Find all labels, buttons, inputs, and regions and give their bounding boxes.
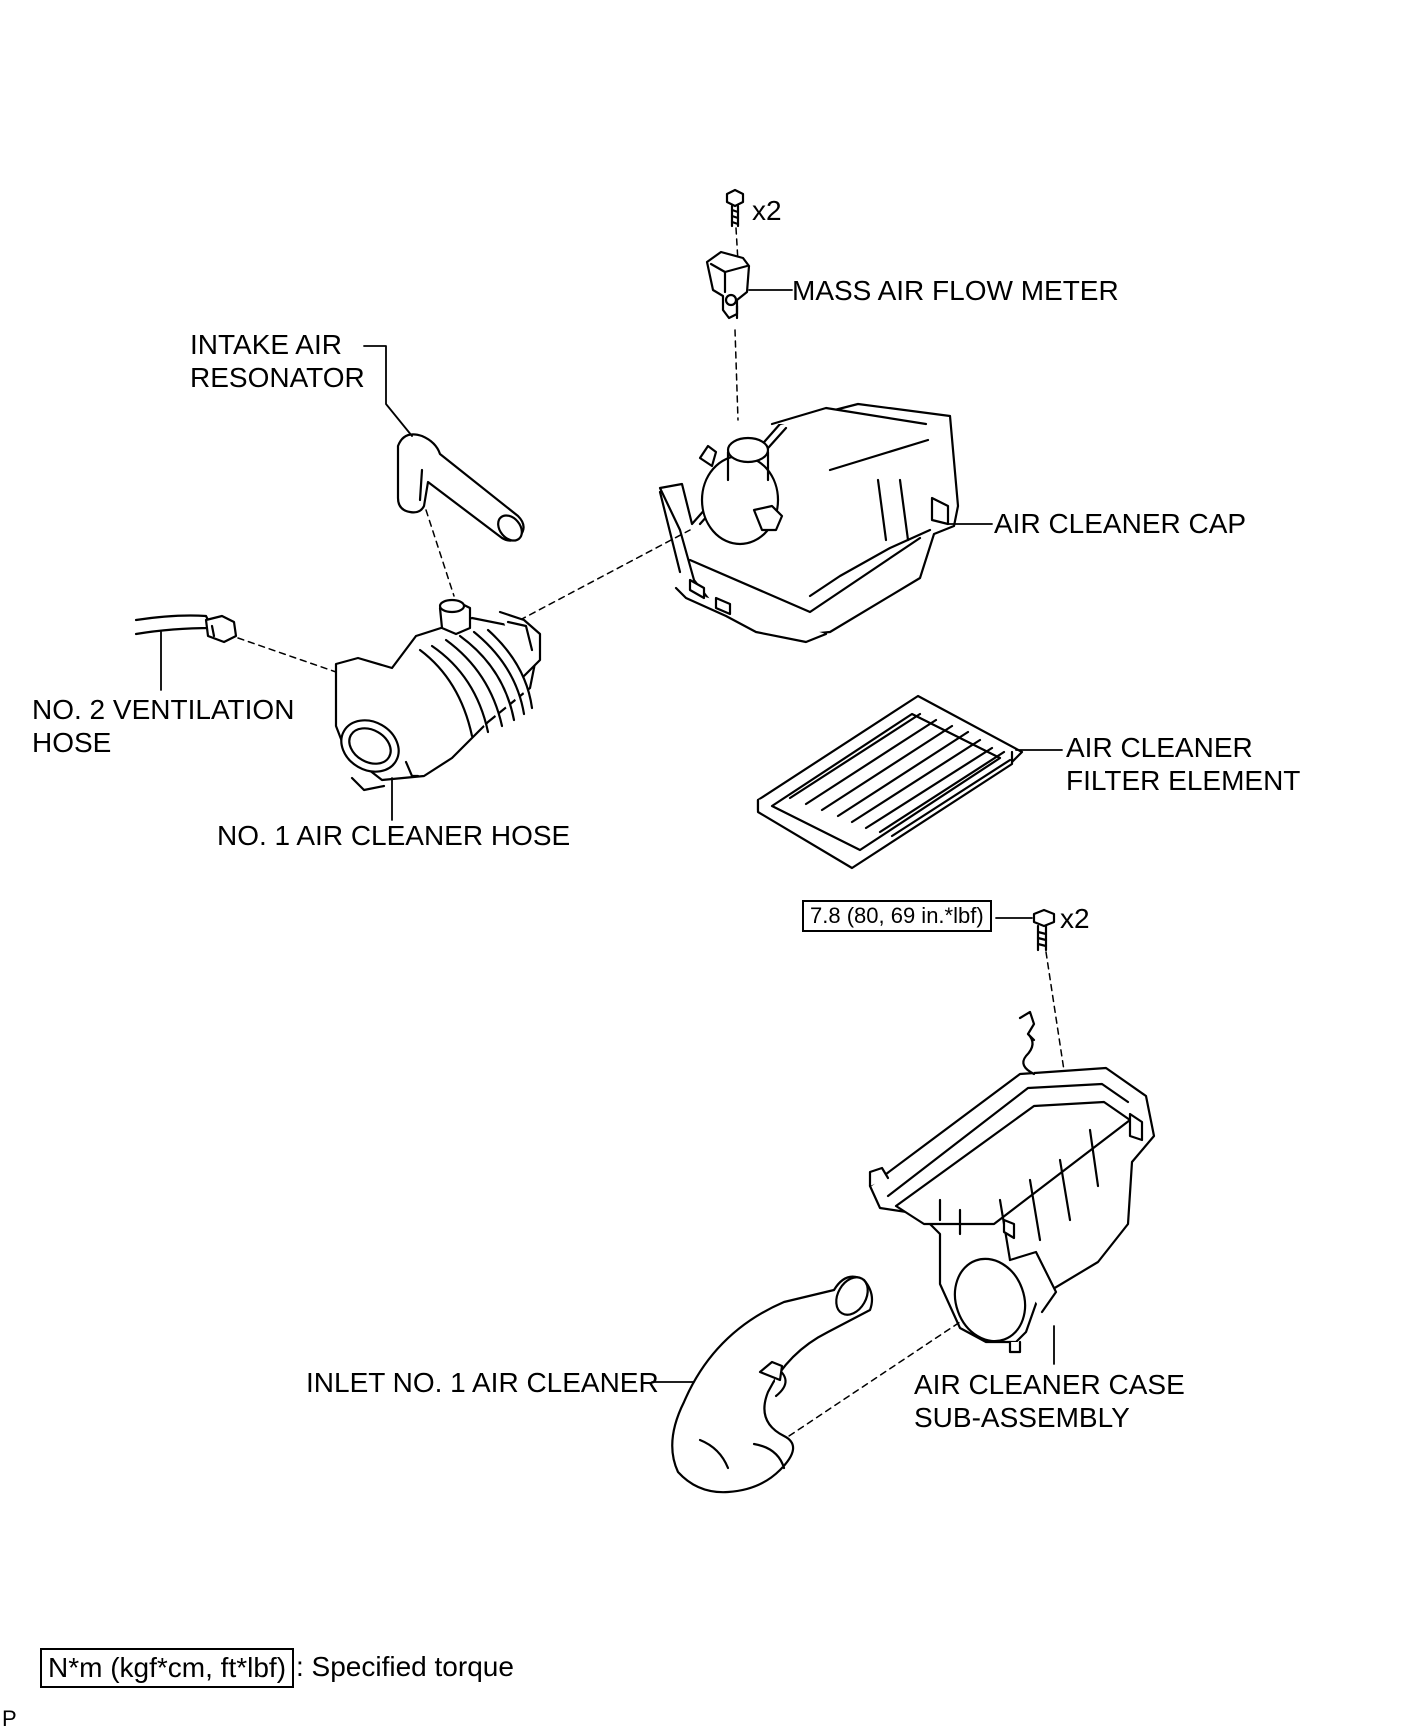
- no2-ventilation-hose-line-1: NO. 2 VENTILATION: [32, 694, 295, 725]
- leader-dashed: [425, 509, 455, 597]
- air-cleaner-filter-element-line-1: AIR CLEANER: [1066, 732, 1253, 763]
- leader-dashed: [519, 529, 691, 621]
- no2-ventilation-hose-part: [134, 614, 238, 644]
- bottom-bolt-quantity-label: x2: [1060, 903, 1090, 934]
- air-cleaner-case-line-1: AIR CLEANER CASE: [914, 1369, 1185, 1400]
- air-cleaner-case-line-2: SUB-ASSEMBLY: [914, 1402, 1130, 1433]
- intake-air-resonator-leader: [363, 345, 413, 437]
- inlet-no1-air-cleaner-part: [671, 1275, 874, 1494]
- air-cleaner-cap-part: [658, 402, 960, 644]
- leader-dashed: [734, 329, 739, 421]
- leader-dashed: [237, 637, 337, 673]
- legend-unit-box: N*m (kgf*cm, ft*lbf): [40, 1648, 295, 1688]
- bottom-bolt-icon: [1032, 908, 1056, 952]
- air-cleaner-filter-element-label: AIR CLEANER FILTER ELEMENT: [1066, 731, 1300, 797]
- intake-air-resonator-line-1: INTAKE AIR: [190, 329, 342, 360]
- no1-air-cleaner-hose-label: NO. 1 AIR CLEANER HOSE: [217, 820, 571, 851]
- air-cleaner-filter-element-line-2: FILTER ELEMENT: [1066, 765, 1301, 796]
- legend-description: : Specified torque: [296, 1651, 514, 1682]
- corner-mark: P: [2, 1706, 17, 1731]
- intake-air-resonator-line-2: RESONATOR: [190, 362, 365, 393]
- inlet-no1-air-cleaner-label: INLET NO. 1 AIR CLEANER: [306, 1367, 659, 1398]
- air-cleaner-case-part: [868, 1010, 1156, 1354]
- intake-air-resonator-label: INTAKE AIR RESONATOR: [190, 328, 365, 394]
- no2-ventilation-hose-line-2: HOSE: [32, 727, 112, 758]
- top-bolt-icon: [725, 188, 745, 228]
- leader-dashed: [779, 1321, 961, 1443]
- intake-air-resonator-part: [396, 433, 525, 542]
- no1-air-cleaner-hose-part: [334, 598, 542, 792]
- mass-air-flow-meter-part: [705, 250, 751, 320]
- air-cleaner-case-label: AIR CLEANER CASE SUB-ASSEMBLY: [914, 1368, 1185, 1434]
- no2-ventilation-hose-label: NO. 2 VENTILATION HOSE: [32, 693, 294, 759]
- air-cleaner-filter-element-part: [756, 694, 1024, 870]
- torque-value-box: 7.8 (80, 69 in.*lbf): [802, 900, 992, 932]
- top-bolt-quantity-label: x2: [752, 195, 782, 226]
- air-cleaner-cap-label: AIR CLEANER CAP: [994, 508, 1247, 539]
- mass-air-flow-meter-label: MASS AIR FLOW METER: [792, 275, 1119, 306]
